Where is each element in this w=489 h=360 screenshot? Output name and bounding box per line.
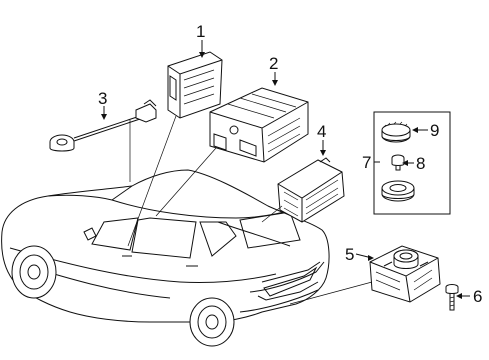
callout-7: 7 bbox=[362, 153, 371, 172]
callout-8: 8 bbox=[416, 154, 425, 173]
part-1-display-unit[interactable] bbox=[167, 51, 223, 119]
part-7-kit-box[interactable] bbox=[373, 111, 451, 215]
vehicle-illustration bbox=[1, 169, 330, 347]
callout-leaders bbox=[101, 40, 470, 299]
leader-lines bbox=[127, 115, 373, 305]
callout-9: 9 bbox=[430, 121, 439, 140]
callout-5: 5 bbox=[345, 245, 354, 264]
part-5-controller[interactable] bbox=[369, 245, 441, 303]
part-4-control-module[interactable] bbox=[277, 157, 345, 223]
callout-1: 1 bbox=[196, 22, 205, 41]
callout-4: 4 bbox=[317, 122, 326, 141]
part-8-screw[interactable] bbox=[391, 154, 405, 171]
part-9-knob[interactable] bbox=[381, 121, 411, 143]
part-7-bezel-ring[interactable] bbox=[381, 180, 415, 202]
part-3-antenna-lead[interactable] bbox=[49, 99, 157, 152]
callout-2: 2 bbox=[269, 54, 278, 73]
callout-6: 6 bbox=[473, 287, 482, 306]
callout-3: 3 bbox=[98, 89, 107, 108]
part-2-radio-unit[interactable] bbox=[209, 87, 309, 163]
part-6-bolt[interactable] bbox=[445, 284, 459, 311]
